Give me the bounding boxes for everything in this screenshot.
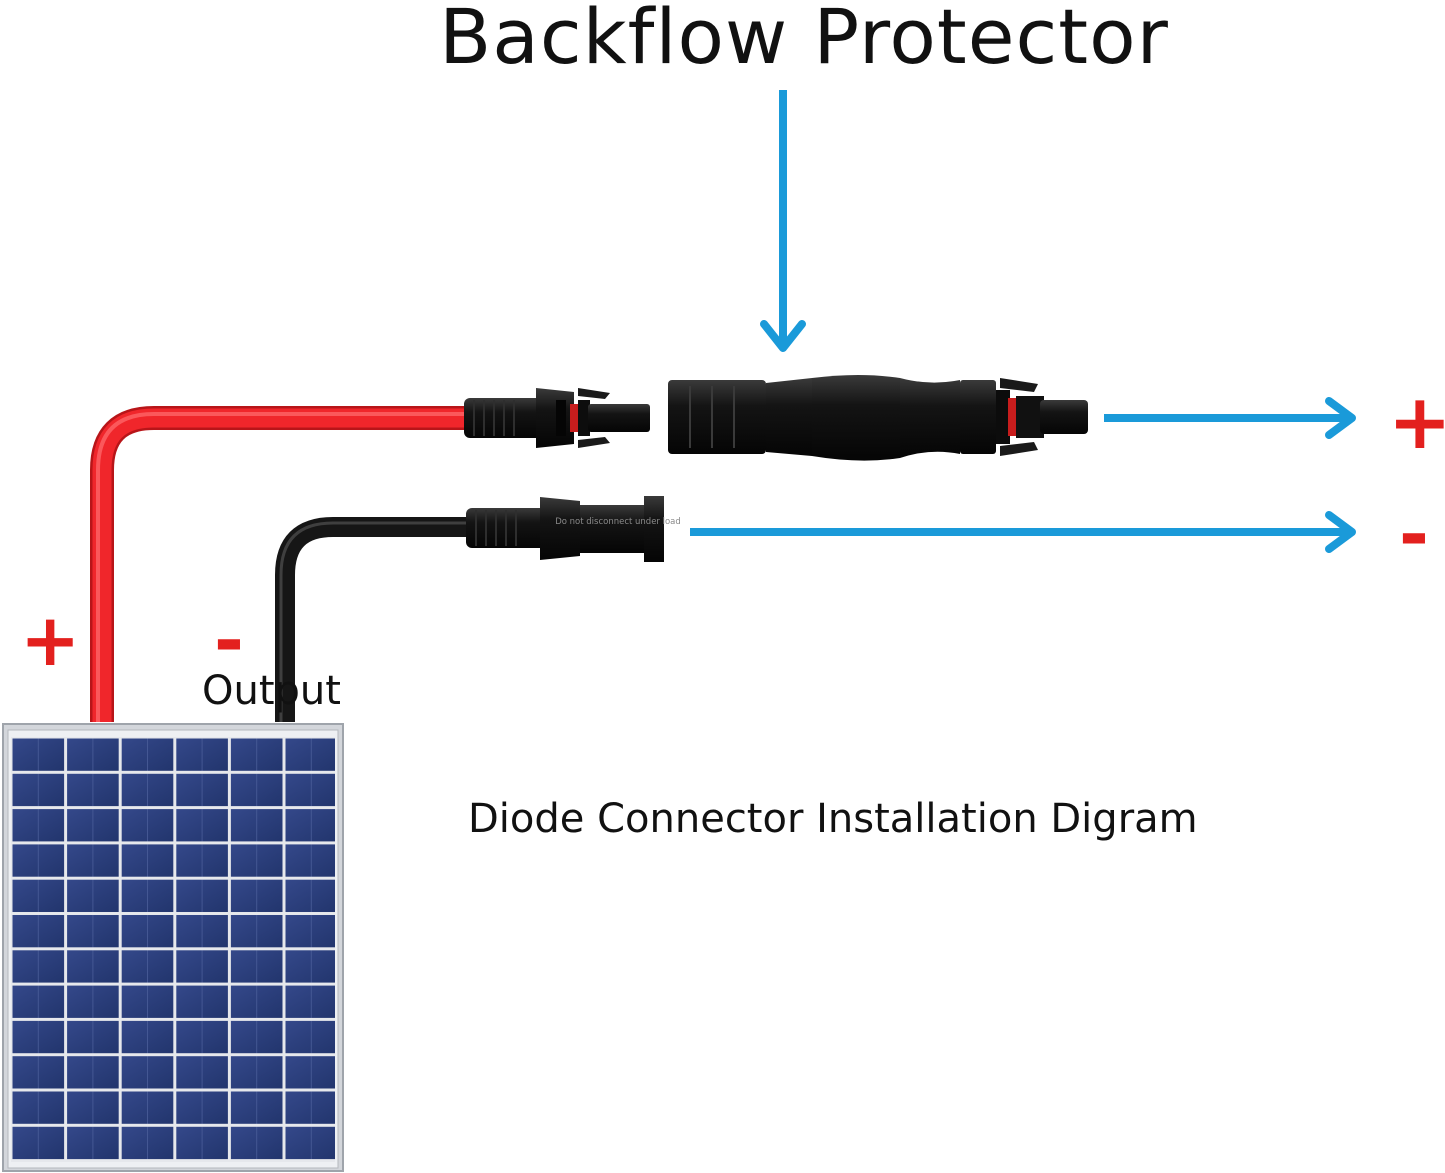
diagram-caption: Diode Connector Installation Digram xyxy=(468,796,1198,842)
solar-panel xyxy=(2,723,344,1172)
output-negative-sign: - xyxy=(1399,492,1429,576)
diode-protector xyxy=(668,375,1088,461)
diagram-title: Backflow Protector xyxy=(439,0,1169,81)
output-label: Output xyxy=(202,668,341,714)
female-connector: Do not disconnect under load xyxy=(466,496,681,562)
arrow-down xyxy=(760,90,806,352)
male-connector xyxy=(464,388,650,448)
panel-negative-sign: - xyxy=(214,598,244,682)
solar-cells xyxy=(11,737,335,1162)
arrow-positive-out xyxy=(1104,397,1356,439)
output-positive-sign: + xyxy=(1388,377,1445,466)
panel-positive-sign: + xyxy=(20,598,81,682)
negative-wire xyxy=(275,517,470,722)
arrow-negative-out xyxy=(690,511,1356,553)
connector-marking: Do not disconnect under load xyxy=(555,517,681,527)
